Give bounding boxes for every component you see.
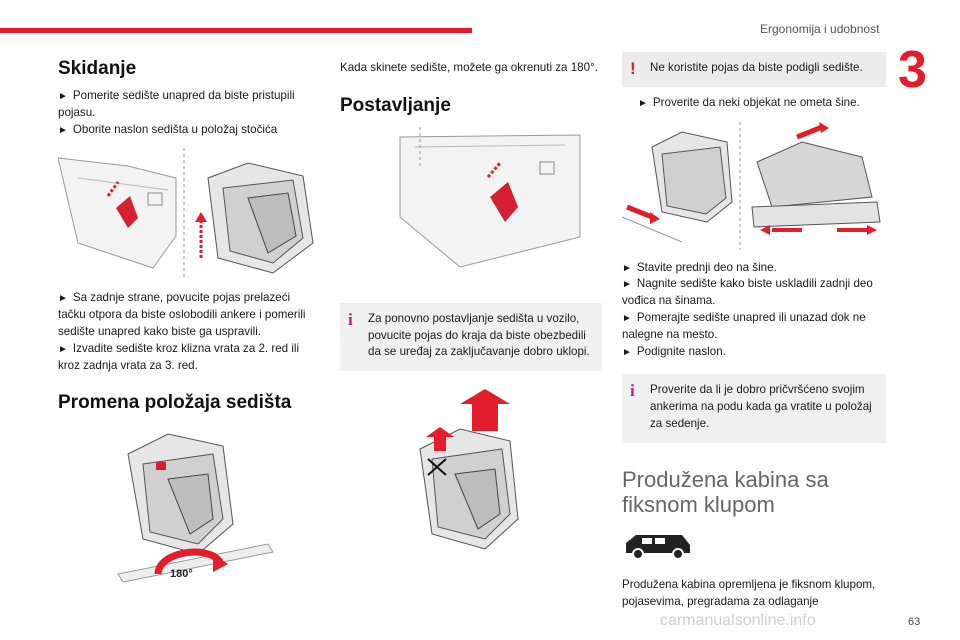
arrow-bullet-icon: ►	[58, 91, 68, 102]
seat-install-illustration	[399, 126, 581, 268]
step-text: ►Izvadite sedište kroz klizna vrata za 2…	[58, 341, 300, 372]
van-icon	[622, 531, 886, 565]
column-2: Kada skinete sedište, možete ga okrenuti…	[340, 52, 602, 569]
watermark: carmanualsonline.info	[660, 612, 816, 629]
info-note: i Proverite da li je dobro pričvršćeno s…	[622, 374, 886, 443]
seat-removal-illustration	[57, 148, 320, 281]
info-icon: i	[348, 309, 353, 329]
step-text: ►Sa zadnje strane, povucite pojas prelaz…	[58, 291, 306, 338]
arrow-bullet-icon: ►	[58, 124, 68, 136]
rotation-label: 180°	[170, 568, 193, 580]
step-text: ►Oborite naslon sedišta u položaj stočić…	[58, 122, 278, 136]
info-note: i Za ponovno postavljanje sedišta u vozi…	[340, 302, 602, 372]
column-3: ! Ne koristite pojas da biste podigli se…	[621, 52, 886, 611]
seat-rails-illustration	[621, 121, 881, 250]
warning-note: ! Ne koristite pojas da biste podigli se…	[622, 52, 886, 87]
step-text: ►Nagnite sedište kako biste uskladili za…	[622, 277, 873, 308]
arrow-bullet-icon: ►	[622, 279, 632, 291]
figure-seat-lift	[340, 389, 602, 559]
figure-seat-rotation: 180°	[58, 424, 320, 594]
step-text: ►Proverite da neki objekat ne ometa šine…	[638, 95, 860, 109]
paragraph: Kada skinete sedište, možete ga okrenuti…	[340, 61, 598, 74]
warning-note-text: Ne koristite pojas da biste podigli sedi…	[650, 61, 863, 74]
paragraph: Produžena kabina opremljena je fiksnom k…	[622, 578, 876, 609]
warning-icon: !	[630, 59, 636, 78]
figure-seat-rails	[621, 121, 886, 250]
chapter-number: 3	[898, 41, 927, 99]
arrow-bullet-icon: ►	[58, 343, 68, 355]
page-number: 63	[908, 616, 921, 628]
step-text: ►Stavite prednji deo na šine.	[622, 260, 777, 274]
step-text: ►Pomerajte sedište unapred ili unazad do…	[622, 310, 866, 341]
column-1: Skidanje ►Pomerite sedište unapred da bi…	[57, 52, 320, 604]
arrow-bullet-icon: ►	[58, 293, 68, 305]
step-text: ►Pomerite sedište unapred da biste prist…	[58, 89, 295, 119]
heading-postavljanje: Postavljanje	[340, 94, 451, 116]
figure-seat-install	[340, 126, 602, 277]
info-note-text: Proverite da li je dobro pričvršćeno svo…	[650, 383, 872, 430]
figure-seat-removal	[57, 148, 320, 281]
heading-skidanje: Skidanje	[58, 58, 137, 79]
seat-rotation-illustration: 180°	[117, 433, 274, 583]
info-note-text: Za ponovno postavljanje sedišta u vozilo…	[368, 311, 590, 359]
arrow-bullet-icon: ►	[622, 346, 632, 358]
chapter-color-bar	[0, 28, 472, 33]
step-text: ►Podignite naslon.	[622, 344, 726, 358]
seat-lift-illustration	[419, 389, 519, 550]
heading-promena: Promena položaja sedišta	[58, 392, 292, 414]
arrow-bullet-icon: ►	[622, 262, 632, 274]
arrow-bullet-icon: ►	[638, 97, 648, 109]
arrow-bullet-icon: ►	[622, 312, 632, 324]
info-icon: i	[630, 381, 635, 401]
heading-produzena-kabina: Produžena kabina sa fiksnom klupom	[622, 466, 829, 518]
section-header: Ergonomija i udobnost	[760, 22, 880, 36]
